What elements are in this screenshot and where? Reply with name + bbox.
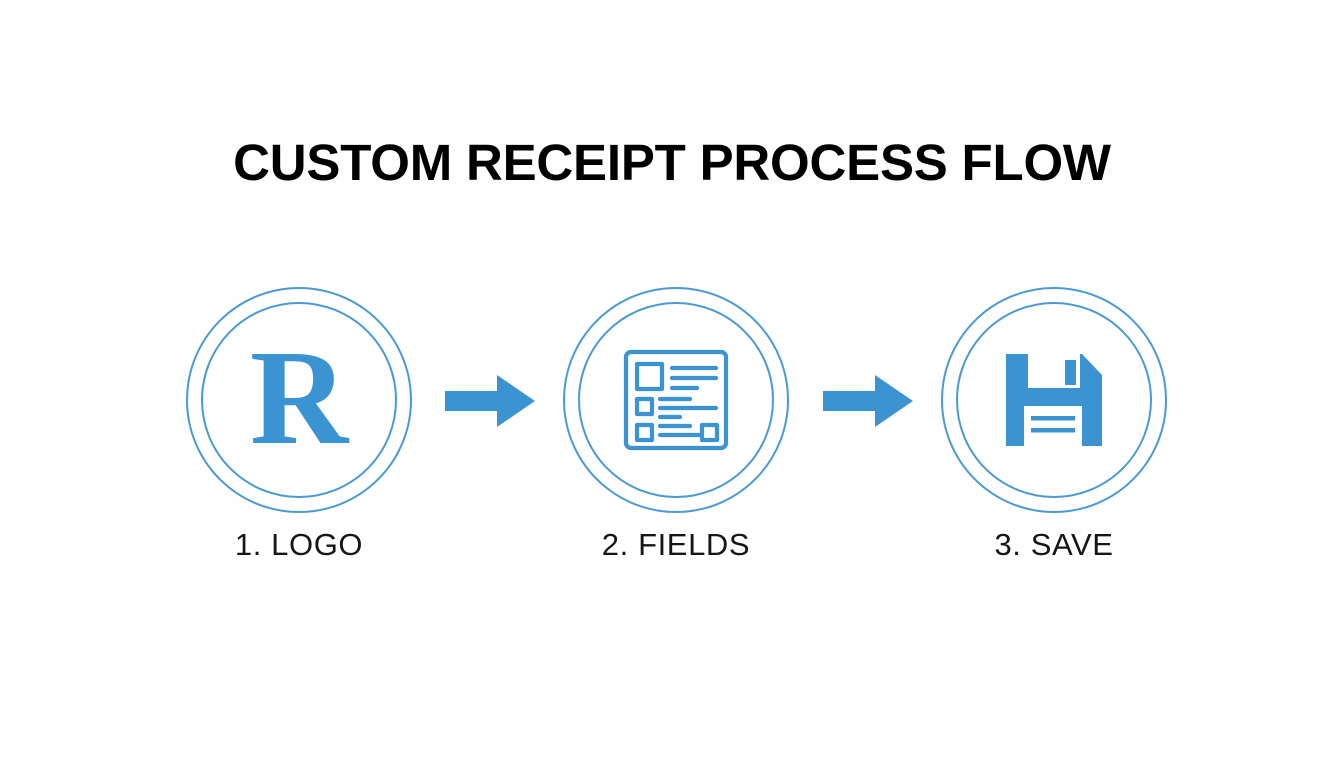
- process-flow-row: R 1. LOGO: [0, 287, 1344, 587]
- arrow-right-icon: [445, 373, 535, 429]
- process-step-save[interactable]: 3. SAVE: [934, 287, 1174, 587]
- step-label-save: 3. SAVE: [994, 527, 1114, 562]
- inner-ring: [201, 302, 397, 498]
- step-badge-save: [934, 287, 1174, 513]
- inner-ring: [956, 302, 1152, 498]
- letter-r-logo-icon: R: [201, 302, 397, 498]
- form-fields-icon: [578, 302, 774, 498]
- page-title: CUSTOM RECEIPT PROCESS FLOW: [233, 134, 1111, 191]
- outer-ring: [563, 287, 789, 513]
- step-label-fields: 2. FIELDS: [601, 527, 751, 562]
- letter-r-glyph: R: [249, 323, 349, 473]
- arrow-right-icon: [823, 373, 913, 429]
- step-label-logo: 1. LOGO: [234, 527, 364, 562]
- process-step-logo[interactable]: R 1. LOGO: [179, 287, 419, 587]
- step-badge-logo: R: [179, 287, 419, 513]
- floppy-disk-save-icon: [956, 302, 1152, 498]
- outer-ring: [186, 287, 412, 513]
- step-badge-fields: [556, 287, 796, 513]
- inner-ring: [578, 302, 774, 498]
- outer-ring: [941, 287, 1167, 513]
- process-step-fields[interactable]: 2. FIELDS: [556, 287, 796, 587]
